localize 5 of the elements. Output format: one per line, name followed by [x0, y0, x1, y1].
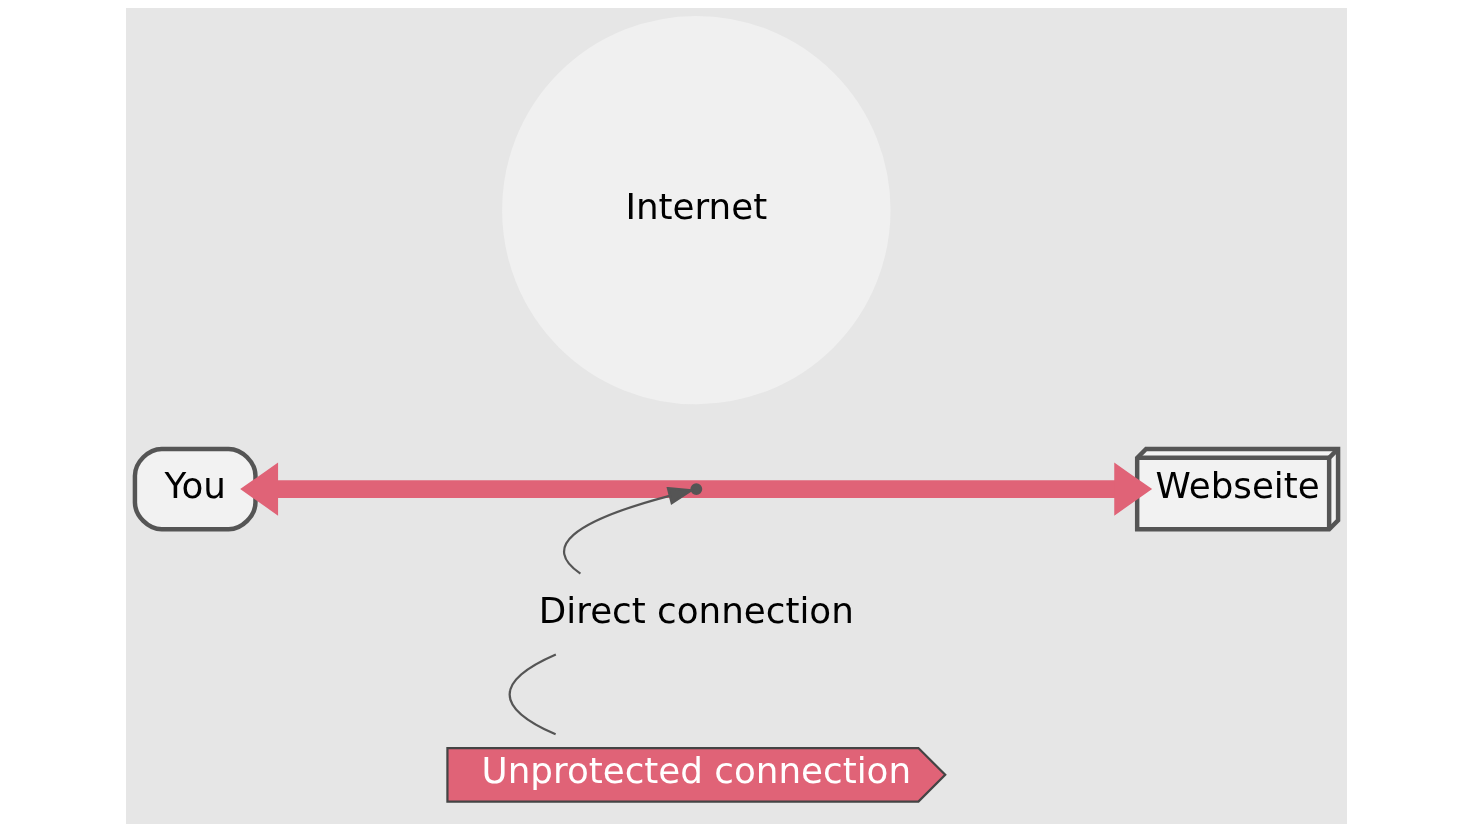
arrow [239, 462, 1152, 516]
connector [508, 653, 556, 736]
node-text: Direct connection [538, 589, 854, 631]
node-box: You [132, 446, 258, 532]
arrow [562, 486, 695, 575]
